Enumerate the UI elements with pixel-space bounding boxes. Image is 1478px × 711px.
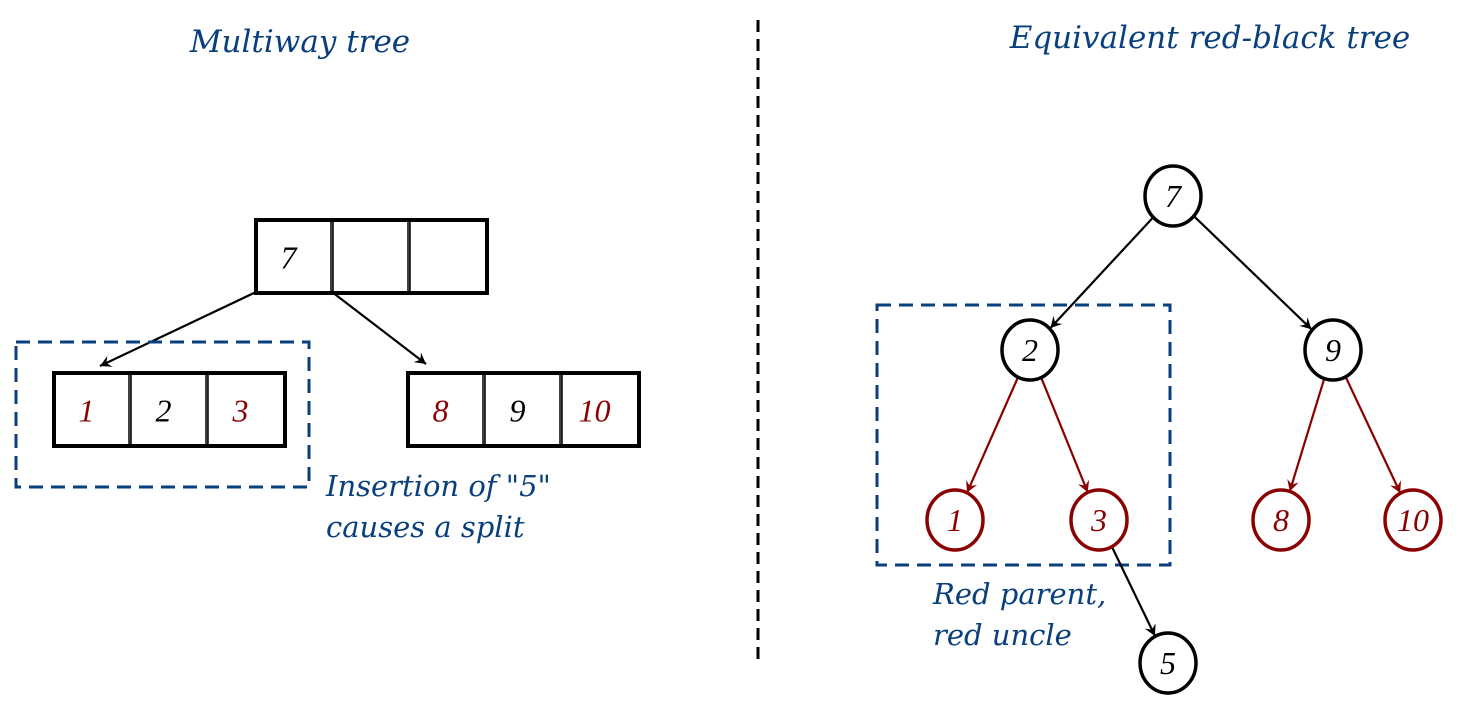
node-label: 2 [1022,332,1038,368]
red-parent-caption-line-1: Red parent, [932,577,1106,611]
key-label: 7 [281,240,299,276]
node-circle [1251,488,1311,552]
edge-n3-to-n5 [1110,544,1156,637]
edge-n2-to-n3 [1039,375,1090,493]
node-label: 7 [1165,178,1183,214]
multiway-left-child-node: 1 2 3 [52,371,287,448]
node-label: 8 [1273,502,1289,538]
red-parent-uncle-highlight-box [875,303,1172,567]
node-label: 9 [1325,332,1341,368]
node-circle [1000,318,1060,382]
red-black-nodes: 7 2 9 1 3 8 10 5 [925,164,1443,695]
node-circle [1138,631,1198,695]
red-parent-caption-line-2: red uncle [933,618,1072,652]
split-caption-line-2: causes a split [326,510,525,544]
red-black-tree: 7 2 9 1 3 8 10 5 Red parent, red uncle [875,164,1443,695]
node-circle [1383,488,1443,552]
rb-node-9: 9 [1303,318,1363,382]
left-panel-title: Multiway tree [189,24,410,60]
node-circle [1303,318,1363,382]
key-label: 3 [232,393,249,429]
multiway-root-node: 7 [254,218,489,295]
right-panel-title: Equivalent red-black tree [1009,20,1411,56]
multiway-tree: 7 1 2 3 8 9 10 Insertion of "5" causes a spl… [14,218,641,544]
edge-n9-to-n10 [1343,374,1402,494]
key-cell [332,219,411,294]
node-label: 3 [1090,502,1107,538]
node-circle [925,488,985,552]
node-outline [406,371,641,448]
edge-n7-to-n9 [1192,214,1313,330]
key-label: 10 [579,393,611,429]
split-caption-line-1: Insertion of "5" [325,469,551,503]
rb-node-10: 10 [1383,488,1443,552]
node-outline [52,371,287,448]
red-black-edges [966,214,1402,637]
edge-n9-to-n8 [1287,376,1326,492]
rb-node-5: 5 [1138,631,1198,695]
node-label: 1 [947,502,963,538]
node-label: 10 [1397,502,1429,538]
key-label: 8 [433,393,449,429]
key-label: 9 [510,393,526,429]
edge-root-to-right-child [331,291,427,365]
node-outline [254,218,489,295]
node-circle [1069,488,1129,552]
edge-root-to-left-child [99,291,257,367]
node-circle [1143,164,1203,228]
multiway-right-child-node: 8 9 10 [406,371,641,448]
rb-node-1: 1 [925,488,985,552]
split-highlight-box [14,340,311,489]
key-label: 1 [79,393,95,429]
rb-node-2: 2 [1000,318,1060,382]
node-label: 5 [1160,645,1176,681]
rb-node-8: 8 [1251,488,1311,552]
key-cell [409,219,488,294]
rb-node-3: 3 [1069,488,1129,552]
edge-n2-to-n1 [966,375,1020,493]
key-label: 2 [156,393,172,429]
rb-node-7: 7 [1143,164,1203,228]
edge-n7-to-n2 [1049,215,1155,329]
